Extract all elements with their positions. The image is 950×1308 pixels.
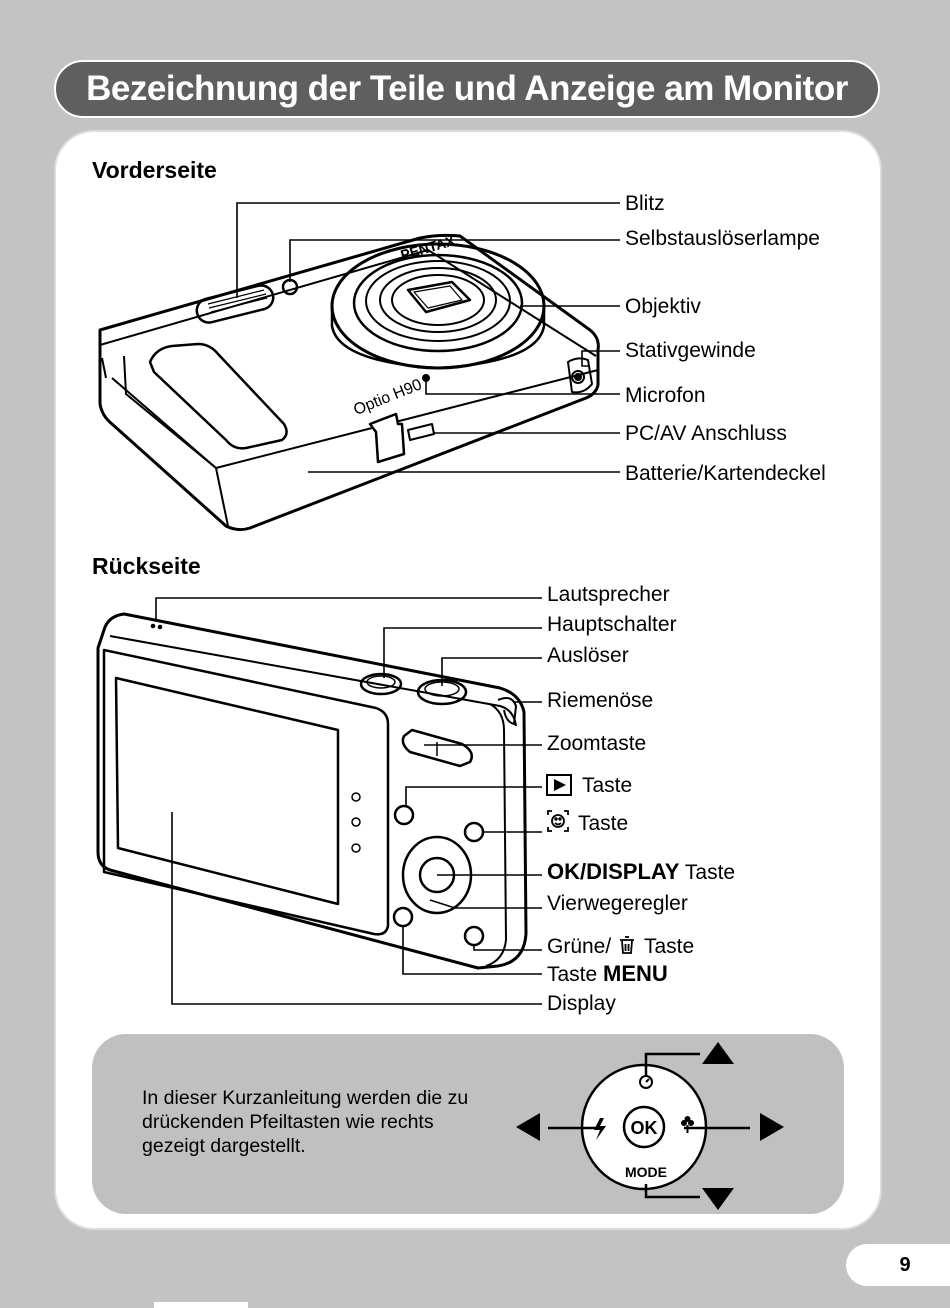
label-tripod-socket: Stativgewinde <box>625 339 756 362</box>
face-detection-icon <box>547 810 569 832</box>
label-display: Display <box>547 992 616 1015</box>
menu-prefix: Taste <box>547 963 598 986</box>
label-four-way-controller: Vierwegeregler <box>547 892 688 915</box>
ok-display-text: OK/DISPLAY <box>547 859 680 884</box>
footer-mark <box>154 1302 248 1308</box>
label-lens: Objektiv <box>625 295 701 318</box>
arrow-up-icon <box>702 1042 734 1064</box>
back-heading: Rückseite <box>92 553 201 579</box>
label-speaker: Lautsprecher <box>547 583 670 606</box>
menu-text: MENU <box>603 961 668 986</box>
label-strap-lug: Riemenöse <box>547 689 654 712</box>
tip-text: In dieser Kurzanleitung werden die zu dr… <box>142 1087 469 1157</box>
arrow-right-icon <box>760 1113 784 1141</box>
arrow-down-icon <box>702 1188 734 1210</box>
label-play-button: Taste <box>582 774 633 797</box>
label-microphone: Microfon <box>625 384 706 407</box>
label-green-prefix: Grüne/ <box>547 935 612 958</box>
ok-text: OK <box>631 1118 658 1138</box>
label-flash: Blitz <box>625 192 665 215</box>
ok-button-icon <box>622 1105 666 1149</box>
label-battery-card-cover: Batterie/Kartendeckel <box>625 462 826 485</box>
title-bar: Bezeichnung der Teile und Anzeige am Mon… <box>54 60 880 118</box>
label-pc-av-terminal: PC/AV Anschluss <box>625 422 787 445</box>
page-title: Bezeichnung der Teile und Anzeige am Mon… <box>86 69 848 108</box>
label-power-switch: Hauptschalter <box>547 613 677 636</box>
trash-icon <box>620 936 634 954</box>
label-face-button: Taste <box>578 812 629 835</box>
ok-display-suffix: Taste <box>684 861 736 884</box>
label-zoom-button: Zoomtaste <box>547 732 647 755</box>
page-number: 9 <box>846 1244 950 1286</box>
front-heading: Vorderseite <box>92 157 217 183</box>
label-shutter-release: Auslöser <box>547 644 629 667</box>
arrow-left-icon <box>516 1113 540 1141</box>
label-menu-button: Taste MENU <box>547 962 668 987</box>
play-icon <box>546 774 572 796</box>
mode-text: MODE <box>625 1164 667 1180</box>
label-self-timer-lamp: Selbstauslöserlampe <box>625 227 820 250</box>
label-ok-display-button: OK/DISPLAY Taste <box>547 860 735 885</box>
label-green-suffix: Taste <box>644 935 695 958</box>
